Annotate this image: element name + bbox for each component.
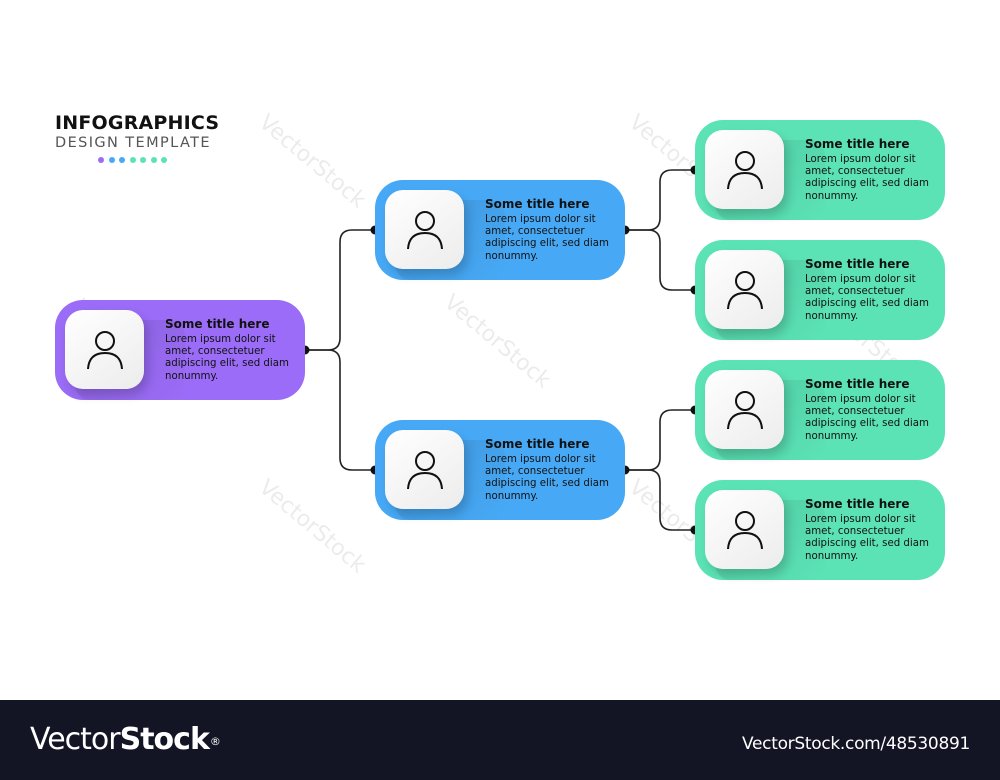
avatar xyxy=(705,370,784,449)
connector-root-mid-bottom xyxy=(305,349,375,471)
node-leaf-3: Some title here Lorem ipsum dolor sit am… xyxy=(695,360,945,460)
node-title: Some title here xyxy=(165,317,270,331)
node-root: Some title here Lorem ipsum dolor sit am… xyxy=(55,300,305,400)
brand-logo: VectorStock® xyxy=(30,722,221,757)
header-title: INFOGRAPHICS xyxy=(55,112,220,134)
avatar xyxy=(705,490,784,569)
node-title: Some title here xyxy=(805,137,910,151)
stock-id: VectorStock.com/48530891 xyxy=(742,734,970,754)
node-leaf-1: Some title here Lorem ipsum dolor sit am… xyxy=(695,120,945,220)
node-body: Lorem ipsum dolor sit amet, consectetuer… xyxy=(485,454,609,502)
node-mid-top: Some title here Lorem ipsum dolor sit am… xyxy=(375,180,625,280)
dot-green xyxy=(129,157,136,163)
avatar xyxy=(705,130,784,209)
node-title: Some title here xyxy=(805,377,910,391)
footer-bar: VectorStock® VectorStock.com/48530891 xyxy=(0,700,1000,780)
person-icon xyxy=(406,210,443,249)
node-title: Some title here xyxy=(805,497,910,511)
header-subtitle: DESIGN TEMPLATE xyxy=(55,135,211,151)
person-icon xyxy=(726,150,763,189)
node-body: Lorem ipsum dolor sit amet, consectetuer… xyxy=(805,394,929,442)
connector-mid-top-leaf-1 xyxy=(625,169,695,231)
node-title: Some title here xyxy=(805,257,910,271)
person-icon xyxy=(726,270,763,309)
avatar xyxy=(385,190,464,269)
dot-green xyxy=(140,157,146,163)
connector-root-mid-top xyxy=(305,229,375,351)
avatar xyxy=(385,430,464,509)
node-title: Some title here xyxy=(485,437,590,451)
header-dots xyxy=(98,157,219,163)
person-icon xyxy=(406,450,443,489)
node-body: Lorem ipsum dolor sit amet, consectetuer… xyxy=(805,274,929,322)
connector-mid-top-leaf-2 xyxy=(625,229,695,291)
dot-purple xyxy=(98,157,104,163)
node-title: Some title here xyxy=(485,197,590,211)
node-leaf-2: Some title here Lorem ipsum dolor sit am… xyxy=(695,240,945,340)
node-mid-bottom: Some title here Lorem ipsum dolor sit am… xyxy=(375,420,625,520)
connector-mid-bottom-leaf-4 xyxy=(625,469,695,531)
avatar xyxy=(65,310,144,389)
node-body: Lorem ipsum dolor sit amet, consectetuer… xyxy=(165,334,289,382)
node-body: Lorem ipsum dolor sit amet, consectetuer… xyxy=(485,214,609,262)
dot-green xyxy=(161,157,167,163)
person-icon xyxy=(726,390,763,429)
node-body: Lorem ipsum dolor sit amet, consectetuer… xyxy=(805,154,929,202)
person-icon xyxy=(726,510,763,549)
node-leaf-4: Some title here Lorem ipsum dolor sit am… xyxy=(695,480,945,580)
dot-blue xyxy=(119,157,125,163)
dot-blue xyxy=(108,157,115,163)
infographic-header: INFOGRAPHICS DESIGN TEMPLATE xyxy=(55,112,219,163)
connector-mid-bottom-leaf-3 xyxy=(625,409,695,471)
person-icon xyxy=(86,330,123,369)
node-body: Lorem ipsum dolor sit amet, consectetuer… xyxy=(805,514,929,562)
avatar xyxy=(705,250,784,329)
infographic-canvas: VectorStock VectorStock VectorStock Vect… xyxy=(55,110,945,580)
dot-green xyxy=(150,157,157,163)
